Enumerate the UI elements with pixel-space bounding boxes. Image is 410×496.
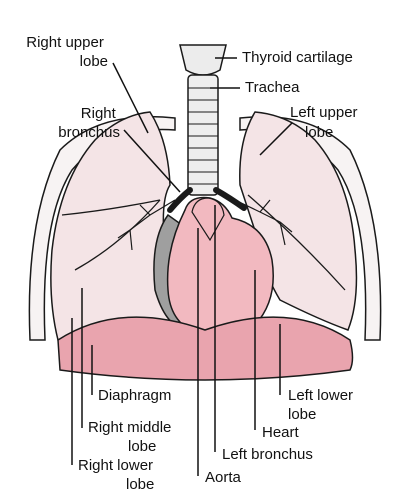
label-right-bronchus-line1: Right [81, 105, 117, 122]
label-left-lower-lobe-line1: Left lower [288, 387, 353, 404]
left-oblique-fissure [247, 194, 346, 291]
leader-lines [71, 57, 293, 476]
label-right-lower-lobe-line2: lobe [126, 476, 154, 493]
diaphragm [57, 316, 354, 381]
left-bronchus [213, 187, 247, 211]
label-right-upper-lobe-line2: lobe [80, 53, 108, 70]
right-bronchus [167, 187, 193, 213]
label-left-bronchus: Left bronchus [222, 446, 313, 463]
label-diaphragm: Diaphragm [98, 387, 171, 404]
label-left-lower-lobe: Left lower lobe [288, 387, 357, 423]
leader-right-bronchus [123, 129, 181, 193]
label-right-lower-lobe: Right lower lobe [78, 457, 157, 493]
label-right-middle-lobe: Right middle lobe [88, 419, 176, 455]
label-heart: Heart [262, 424, 300, 441]
label-thyroid-cartilage: Thyroid cartilage [242, 49, 353, 66]
aorta [191, 197, 225, 242]
label-right-middle-lobe-line2: lobe [128, 438, 156, 455]
label-left-upper-lobe: Left upper lobe [290, 104, 362, 141]
thyroid-cartilage [179, 44, 227, 76]
label-right-lower-lobe-line1: Right lower [78, 457, 153, 474]
leader-left-upper-lobe [259, 122, 293, 156]
bronchial-tree [117, 199, 293, 251]
label-left-upper-lobe-line2: lobe [305, 124, 333, 141]
label-right-upper-lobe-line1: Right upper [26, 34, 104, 51]
label-left-upper-lobe-line1: Left upper [290, 104, 358, 121]
label-right-bronchus: Right bronchus [58, 105, 120, 141]
label-trachea: Trachea [245, 79, 300, 96]
label-right-upper-lobe: Right upper lobe [26, 34, 108, 70]
label-right-bronchus-line2: bronchus [58, 124, 120, 141]
label-aorta: Aorta [205, 469, 242, 486]
trachea [187, 74, 219, 196]
leader-right-upper-lobe [112, 62, 149, 134]
right-oblique-fissure [74, 199, 161, 271]
label-right-middle-lobe-line1: Right middle [88, 419, 171, 436]
label-left-lower-lobe-line2: lobe [288, 406, 316, 423]
right-horizontal-fissure [61, 199, 161, 216]
